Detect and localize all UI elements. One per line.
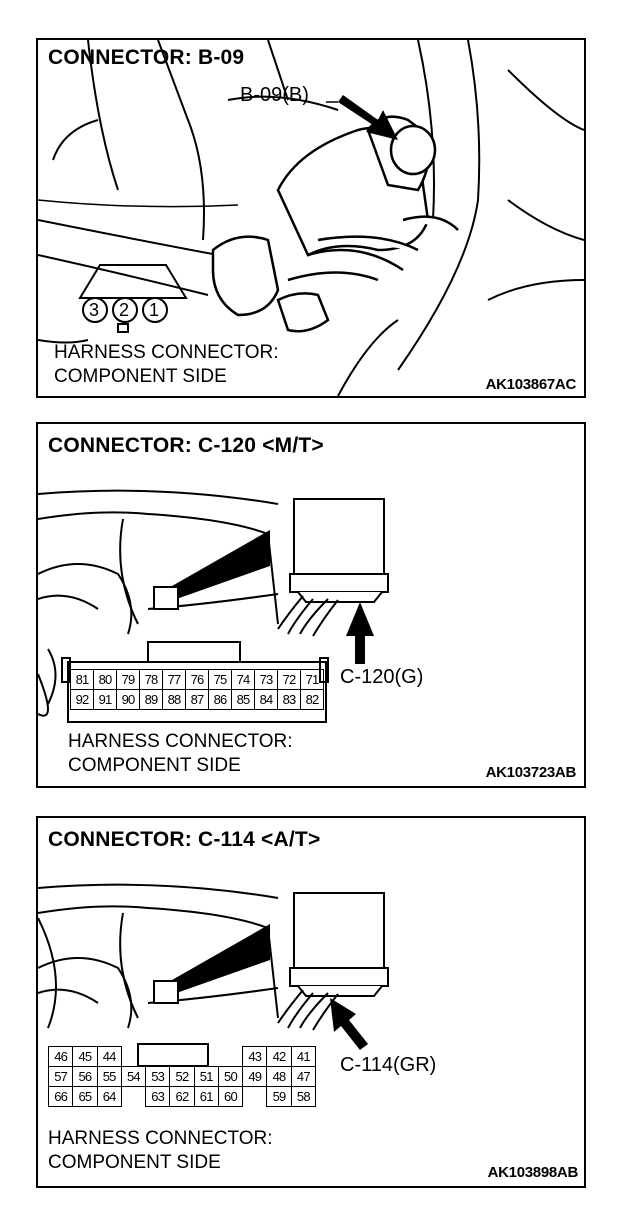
pin-number: 85 bbox=[231, 689, 255, 710]
pin-number: 58 bbox=[290, 1086, 317, 1107]
pin-number: 46 bbox=[47, 1046, 74, 1067]
pin-number: 92 bbox=[70, 689, 94, 710]
pin-number: 55 bbox=[96, 1066, 122, 1087]
pin-number: 79 bbox=[116, 669, 140, 690]
pin-number: 61 bbox=[193, 1086, 219, 1107]
pin-number: 75 bbox=[208, 669, 232, 690]
pin-number: 65 bbox=[72, 1086, 98, 1107]
pin-number: 3 bbox=[89, 300, 100, 320]
figure-code: AK103723AB bbox=[485, 764, 577, 781]
callout-label: C-114(GR) bbox=[340, 1054, 437, 1076]
pin-blank bbox=[146, 1047, 170, 1067]
panel-title: CONNECTOR: C-120 <M/T> bbox=[48, 434, 324, 457]
pin-number: 74 bbox=[231, 669, 255, 690]
dashboard-illustration bbox=[38, 883, 389, 1067]
pin-blank bbox=[194, 1047, 218, 1067]
dashboard-illustration bbox=[38, 489, 389, 723]
pin-blank bbox=[121, 1047, 145, 1067]
pin-number: 89 bbox=[139, 689, 163, 710]
pin-number: 54 bbox=[120, 1066, 147, 1087]
pin-number: 77 bbox=[162, 669, 186, 690]
pin-number: 42 bbox=[266, 1046, 292, 1067]
caption-line-2: COMPONENT SIDE bbox=[48, 1152, 221, 1173]
pin-blank bbox=[218, 1047, 242, 1067]
pin-row: 81 80 79 78 77 76 75 74 73 72 71 bbox=[70, 669, 324, 690]
pin-number: 48 bbox=[266, 1066, 292, 1087]
pin-number: 80 bbox=[93, 669, 117, 690]
pin-number: 84 bbox=[254, 689, 278, 710]
pin-number: 50 bbox=[217, 1066, 244, 1087]
pin-number: 71 bbox=[300, 669, 324, 690]
pin-number: 76 bbox=[185, 669, 209, 690]
pin-number: 47 bbox=[290, 1066, 317, 1087]
pin-number: 60 bbox=[217, 1086, 244, 1107]
pin-number: 57 bbox=[47, 1066, 74, 1087]
caption-line-1: HARNESS CONNECTOR: bbox=[68, 731, 293, 752]
pin-blank bbox=[170, 1047, 194, 1067]
pin-number: 64 bbox=[96, 1086, 122, 1107]
pin-grid: 81 80 79 78 77 76 75 74 73 72 71 92 91 9… bbox=[70, 669, 324, 710]
pin-number: 62 bbox=[169, 1086, 195, 1107]
pin-number: 43 bbox=[242, 1046, 268, 1067]
pin-number: 86 bbox=[208, 689, 232, 710]
pin-number: 81 bbox=[70, 669, 94, 690]
panel-c120: CONNECTOR: C-120 <M/T> bbox=[36, 422, 586, 788]
pin-number: 2 bbox=[119, 300, 130, 320]
pin-number: 90 bbox=[116, 689, 140, 710]
pin-row: 66 65 64 63 62 61 60 59 58 bbox=[47, 1086, 317, 1107]
caption-line-1: HARNESS CONNECTOR: bbox=[54, 342, 279, 363]
pin-number: 66 bbox=[47, 1086, 74, 1107]
panel-c114: CONNECTOR: C-114 <A/T> bbox=[36, 816, 586, 1188]
pin-row: 92 91 90 89 88 87 86 85 84 83 82 bbox=[70, 689, 324, 710]
pin-number: 73 bbox=[254, 669, 278, 690]
pin-number: 53 bbox=[145, 1066, 171, 1087]
figure-code: AK103898AB bbox=[487, 1164, 579, 1181]
pin-number: 82 bbox=[300, 689, 324, 710]
pin-number: 41 bbox=[290, 1046, 317, 1067]
pin-row: 46 45 44 43 42 41 bbox=[47, 1046, 317, 1067]
pin-blank bbox=[243, 1087, 267, 1107]
pin-number: 56 bbox=[72, 1066, 98, 1087]
panel-title: CONNECTOR: C-114 <A/T> bbox=[48, 828, 321, 851]
pin-number: 87 bbox=[185, 689, 209, 710]
engine-bay-illustration bbox=[38, 40, 584, 396]
pin-number: 72 bbox=[277, 669, 301, 690]
caption-line-2: COMPONENT SIDE bbox=[68, 755, 241, 776]
figure-code: AK103867AC bbox=[485, 376, 577, 393]
pin-number: 59 bbox=[266, 1086, 292, 1107]
pin-row: 57 56 55 54 53 52 51 50 49 48 47 bbox=[47, 1066, 317, 1087]
pin-grid: 46 45 44 43 42 41 57 56 55 54 53 52 51 5… bbox=[47, 1046, 317, 1107]
caption-line-2: COMPONENT SIDE bbox=[54, 366, 227, 387]
pin-number: 91 bbox=[93, 689, 117, 710]
pin-number: 51 bbox=[193, 1066, 219, 1087]
pin-number: 88 bbox=[162, 689, 186, 710]
pin-number: 44 bbox=[96, 1046, 122, 1067]
callout-label: B-09(B) bbox=[240, 84, 309, 106]
pin-number: 45 bbox=[72, 1046, 98, 1067]
callout-label: C-120(G) bbox=[340, 666, 424, 688]
pin-number: 1 bbox=[149, 300, 160, 320]
pin-number: 49 bbox=[242, 1066, 268, 1087]
pin-blank bbox=[121, 1087, 145, 1107]
pin-number: 83 bbox=[277, 689, 301, 710]
panel-title: CONNECTOR: B-09 bbox=[48, 46, 245, 69]
pin-number: 63 bbox=[145, 1086, 171, 1107]
pin-number: 52 bbox=[169, 1066, 195, 1087]
pin-number: 78 bbox=[139, 669, 163, 690]
panel-b09: CONNECTOR: B-09 bbox=[36, 38, 586, 398]
caption-line-1: HARNESS CONNECTOR: bbox=[48, 1128, 273, 1149]
